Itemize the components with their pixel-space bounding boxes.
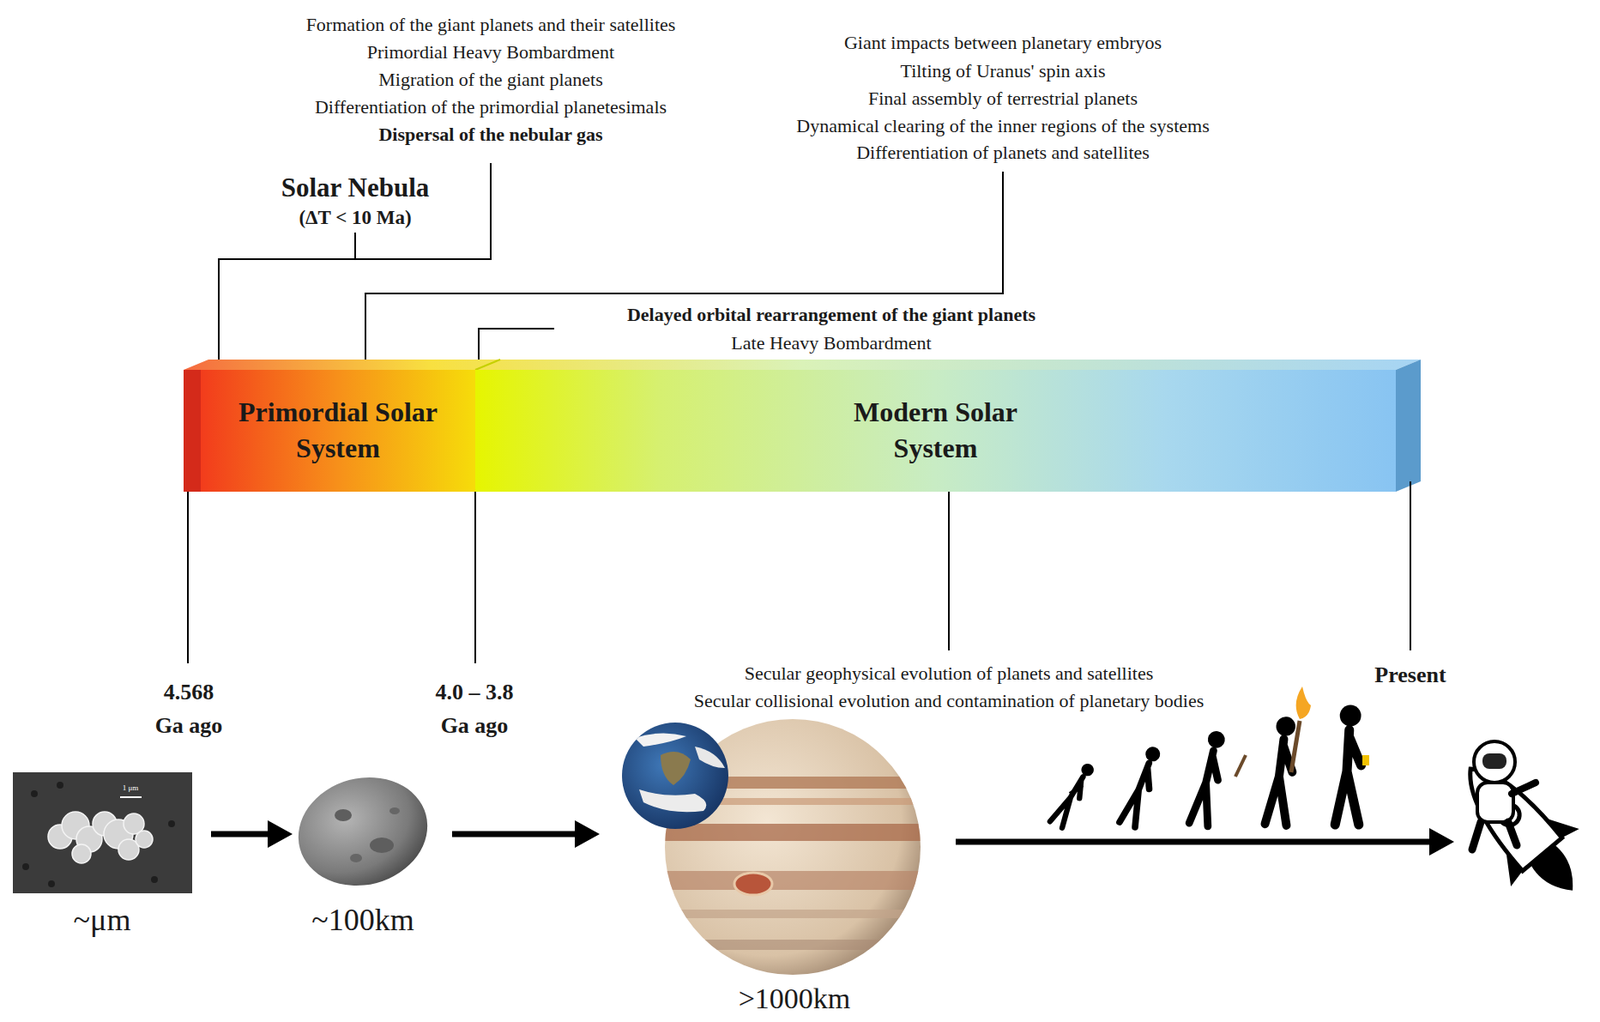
leader-line [1409,481,1412,651]
earth-surface [634,732,725,812]
event-text: Secular geophysical evolution of planets… [744,662,1154,684]
bar-top-face [183,359,1421,370]
leader-line [187,491,189,664]
arrow-head [1429,827,1455,856]
timeline-band: Modern Solar System [475,369,1396,492]
arrow-head [267,820,293,848]
event-text: Migration of the giant planets [378,68,604,91]
event-text: Late Heavy Bombardment [730,332,931,354]
pore [168,820,176,828]
pore [22,863,30,870]
event-text: Tilting of Uranus' spin axis [899,60,1105,82]
phone [1362,754,1370,766]
astronaut [1472,741,1536,850]
band [660,823,927,841]
event-text: Delayed orbital rearrangement of the gia… [627,303,1036,326]
astronaut-visor [1482,753,1507,769]
bar-divider [475,359,501,370]
leader-line [947,491,950,651]
human-figure [1334,705,1361,825]
astronaut-rocket [1436,740,1600,920]
arrow-shaft [452,831,580,838]
leader-line [365,171,1003,360]
leader-line [474,491,477,664]
pore [48,880,55,888]
crater [369,837,394,853]
cloud [639,789,707,812]
leader-line [478,328,555,360]
sem-image [12,772,193,894]
event-text: Differentiation of planets and satellite… [856,141,1150,164]
bar-side-face [1395,359,1421,492]
torch [1235,754,1246,777]
band [660,939,927,950]
leader-line [218,163,491,360]
astronaut-arm [1511,782,1536,794]
period-title: Solar Nebula [281,172,430,204]
event-text: Giant impacts between planetary embryos [844,31,1162,54]
event-text: Formation of the giant planets and their… [306,13,677,36]
earth [621,722,729,829]
size-label: ~100km [311,902,414,938]
pore [150,875,158,883]
event-text: Dynamical clearing of the inner regions … [796,114,1209,137]
band-label: Primordial Solar System [213,394,463,466]
flame [1296,686,1311,719]
time-label: 4.568 Ga ago [148,675,230,743]
torch [1291,720,1300,773]
arrow-head [574,820,600,848]
human-figure [1189,729,1226,828]
scale-bar-label: 1 μm [122,783,139,792]
event-text: Secular collisional evolution and contam… [694,689,1204,712]
cloud [694,746,725,768]
period-duration: (ΔT < 10 Ma) [298,206,411,230]
band [660,909,927,918]
event-text: Dispersal of the nebular gas [378,123,603,145]
arrow-shaft [955,839,1435,846]
arrow-shaft [211,831,273,838]
size-label: >1000km [738,981,852,1015]
astronaut-body [1477,782,1514,822]
human-figure [1050,760,1096,829]
timeline-band: Primordial Solar System [200,369,476,492]
tool [1069,784,1083,794]
time-label: 4.0 – 3.8 Ga ago [421,675,529,743]
asteroid [286,762,441,900]
scale-bar [120,796,142,798]
great-red-spot [734,872,773,895]
astronaut-legs [1472,821,1517,850]
continent [660,751,691,785]
event-text: Primordial Heavy Bombardment [367,41,615,63]
crater [389,807,400,815]
jupiter [664,718,921,975]
cloud [634,732,687,747]
time-label: Present [1374,662,1446,689]
astronaut-helmet [1473,741,1516,783]
event-text: Differentiation of the primordial planet… [314,96,667,118]
bar-start-strip [183,369,201,492]
pore [56,781,64,789]
grain-part [135,830,153,848]
size-label: ~μm [73,902,132,938]
crater [350,853,363,863]
band [660,870,927,890]
grain-part [72,844,91,864]
dust-grain [48,811,153,864]
human-figure [1119,743,1163,828]
pore [30,790,38,797]
band-label: Modern Solar System [824,394,1048,466]
event-text: Final assembly of terrestrial planets [868,87,1138,109]
crater [334,809,352,822]
